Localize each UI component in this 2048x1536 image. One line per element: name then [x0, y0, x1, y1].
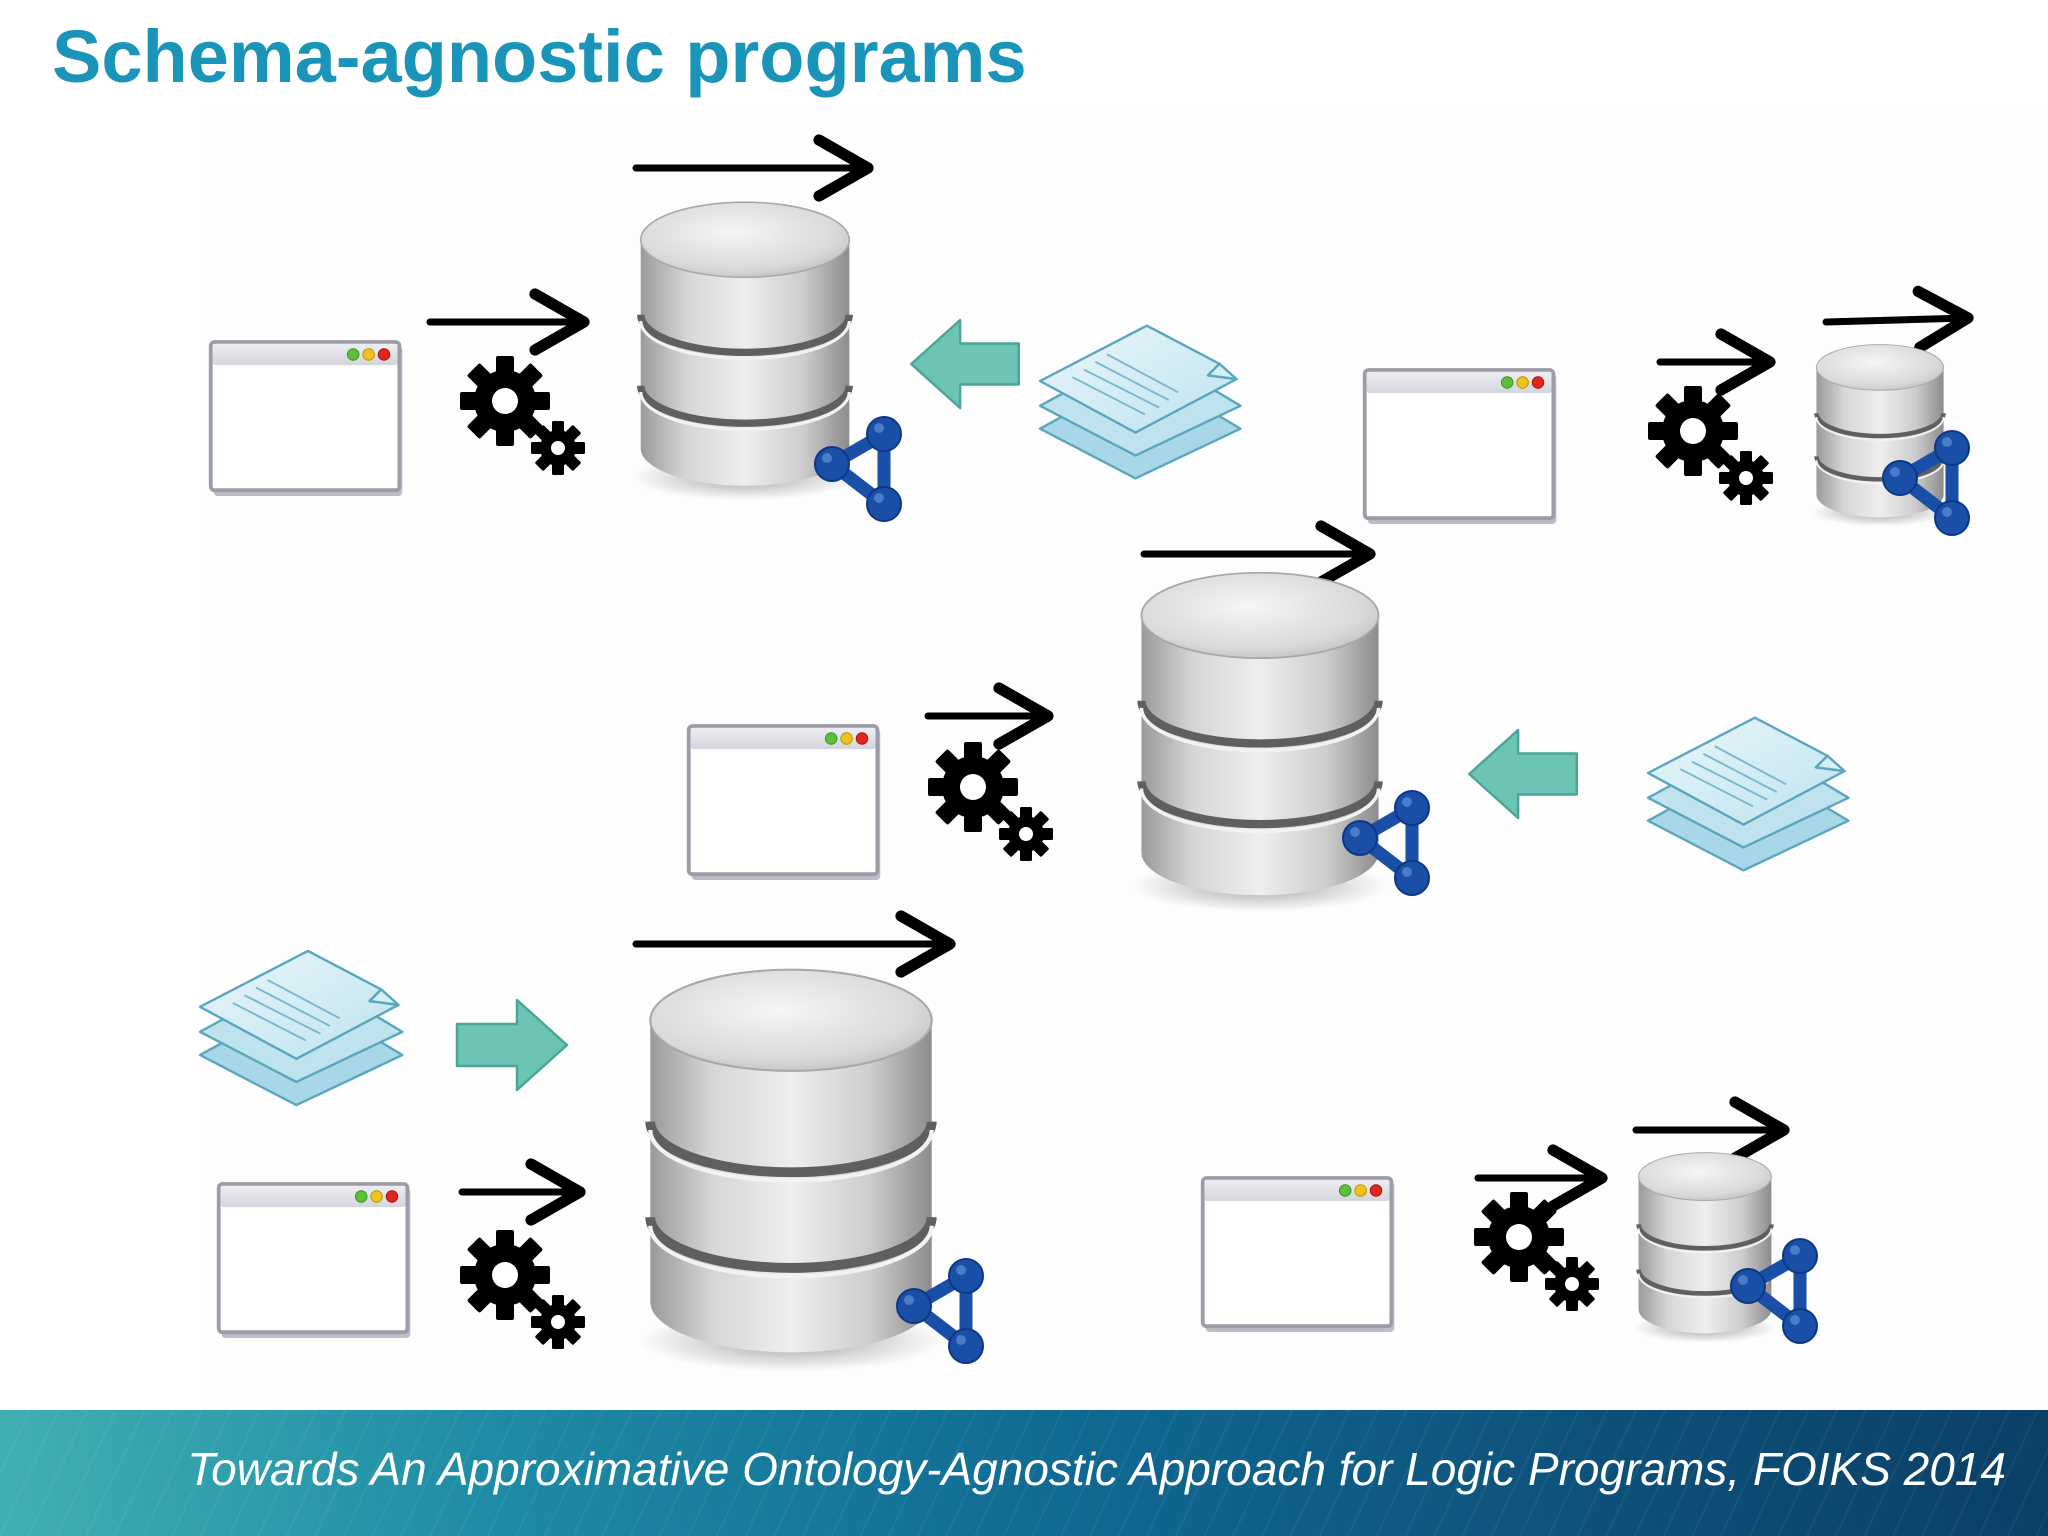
- application-window-icon: [1200, 1176, 1397, 1334]
- teal-block-arrow-icon: [1467, 728, 1579, 820]
- footer-citation: Towards An Approximative Ontology-Agnost…: [187, 1443, 2006, 1495]
- stacked-documents-icon: [1646, 716, 1850, 872]
- database-icon: [1132, 573, 1388, 912]
- stacked-documents-icon: [198, 949, 404, 1107]
- application-window-icon: [216, 1182, 413, 1340]
- schema-agnostic-diagram: [198, 134, 2048, 1410]
- gears-icon: [460, 1230, 585, 1349]
- gears-icon: [1648, 386, 1773, 505]
- gears-icon: [1474, 1192, 1599, 1311]
- application-window-icon: [208, 340, 405, 498]
- slide-title: Schema-agnostic programs: [52, 15, 1027, 98]
- black-arrow-icon: [1822, 285, 1974, 353]
- gears-icon: [460, 356, 585, 475]
- stacked-documents-icon: [1038, 324, 1242, 480]
- teal-block-arrow-icon: [909, 318, 1021, 410]
- footer-banner: Towards An Approximative Ontology-Agnost…: [0, 1410, 2048, 1536]
- teal-block-arrow-icon: [455, 998, 569, 1092]
- database-icon: [1633, 1153, 1776, 1343]
- application-window-icon: [1362, 368, 1559, 526]
- application-window-icon: [686, 724, 883, 882]
- gears-icon: [928, 742, 1053, 861]
